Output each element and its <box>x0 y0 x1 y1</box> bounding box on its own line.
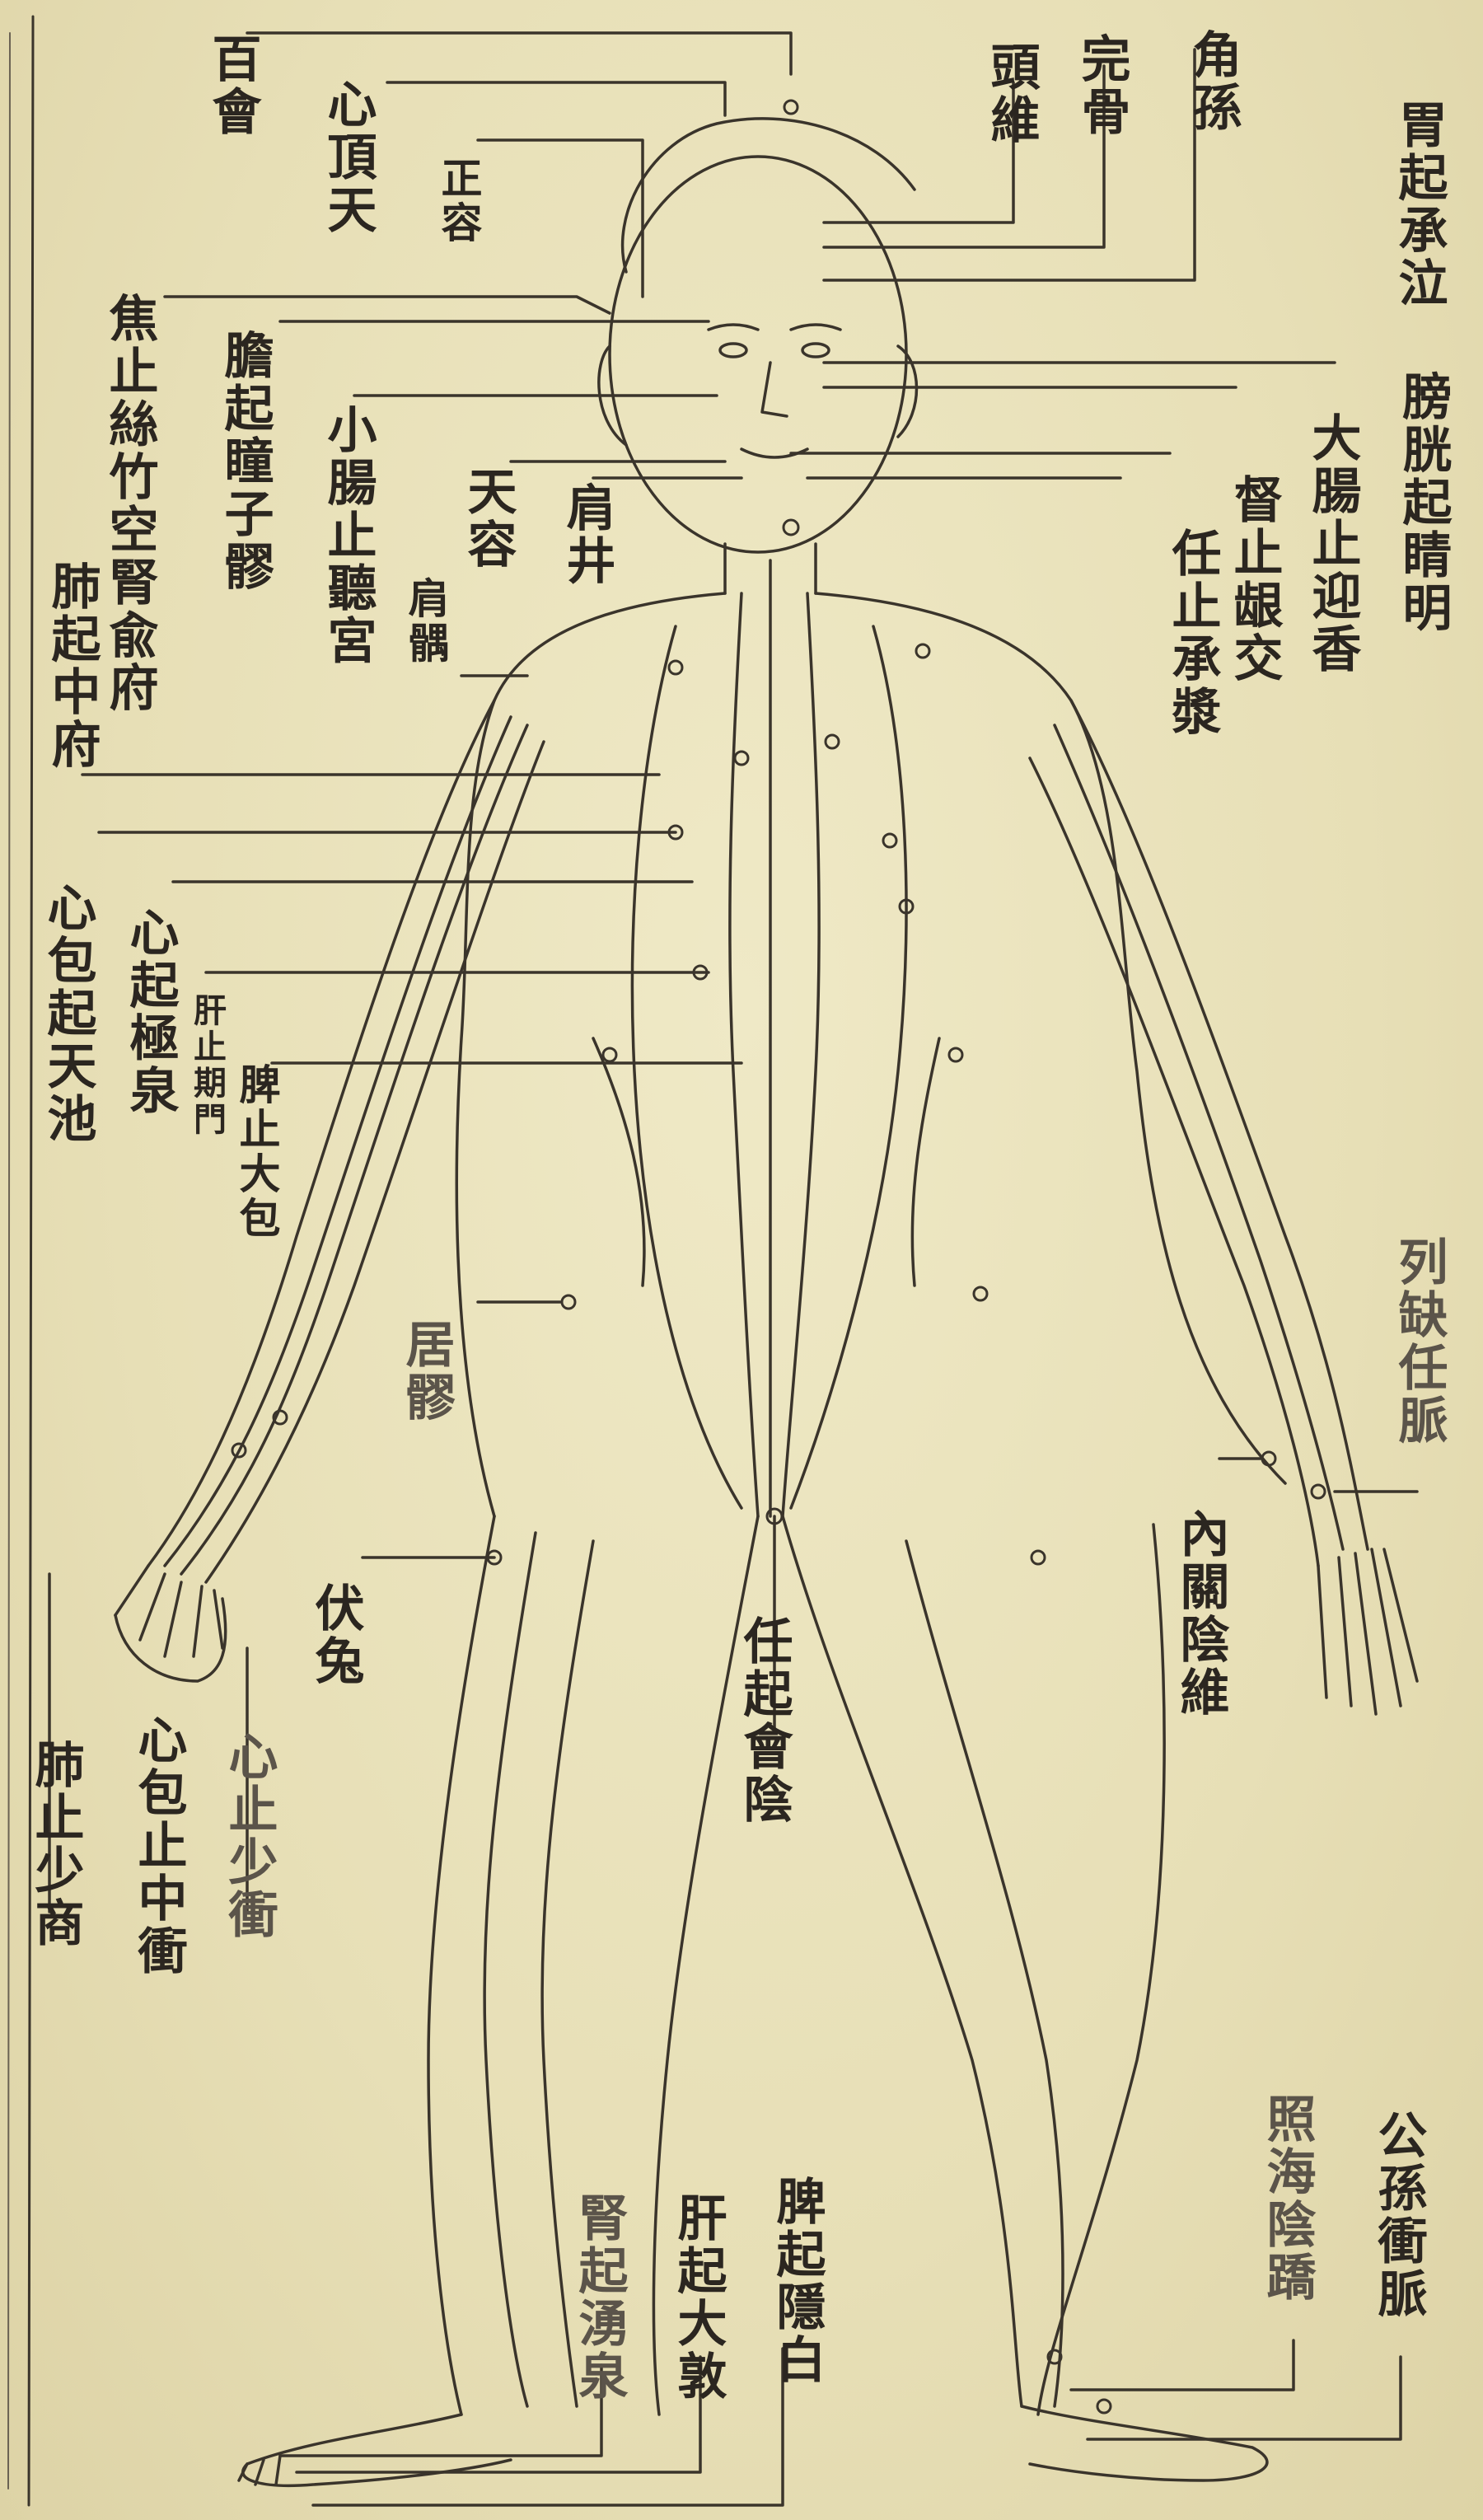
left-belly-curve <box>593 1038 644 1286</box>
leader-ting-gong <box>478 140 643 297</box>
label-du-zhi: 督止龈交 <box>1228 474 1279 685</box>
left-eyebrow <box>709 325 758 330</box>
label-jian-jing: 肩井 <box>560 482 612 588</box>
label-ren-qi: 任起會陰 <box>737 1615 789 1826</box>
label-xin-qi: 心起極泉 <box>124 906 175 1117</box>
label-ju-liao: 居髎 <box>400 1319 451 1424</box>
label-shen-qi: 腎起湧泉 <box>573 2192 625 2403</box>
label-wei-qi: 胃起承泣 <box>1392 99 1444 310</box>
acupoint-ju-liao <box>562 1295 575 1309</box>
label-jian-yu: 肩髃 <box>404 577 447 666</box>
label-bai-hui: 百會 <box>206 33 258 138</box>
label-xin-bao-qi: 心包起天池 <box>41 882 93 1145</box>
label-fei-qi: 肺起中府 <box>45 560 97 771</box>
acupoint-abdomen <box>949 1048 962 1061</box>
label-dan-qi: 膽起瞳子髎 <box>218 330 270 593</box>
label-fei-zhi: 肺止少商 <box>29 1739 81 1950</box>
leader-zhao-hai <box>1071 2340 1294 2390</box>
acupoint-da-bao <box>603 1048 616 1061</box>
label-xin-zhi: 心止少衝 <box>222 1731 274 1942</box>
label-gan-qi: 肝起大敦 <box>671 2192 723 2403</box>
acupoint-bai-hui <box>784 101 798 114</box>
right-leg-meridian-1 <box>906 1541 1063 2406</box>
acupoint-right-thigh <box>1032 1551 1045 1564</box>
label-da-chang: 大腸止迎香 <box>1306 412 1358 676</box>
leader-jiao <box>165 297 610 313</box>
right-foot <box>1022 2406 1267 2480</box>
right-arm-outer <box>1071 700 1368 1549</box>
arm-meridian-1 <box>165 717 511 1566</box>
acupoint-lie-que <box>1312 1485 1325 1498</box>
label-xin-bao-zhi: 心包止中衝 <box>132 1714 184 1978</box>
label-tou-wei: 頭維 <box>985 41 1036 147</box>
head-top <box>623 119 915 272</box>
right-belly-curve <box>912 1038 939 1286</box>
label-nei-guan: 內關陰維 <box>1174 1508 1226 1719</box>
arm-meridian-3 <box>1055 725 1343 1549</box>
label-zhao-hai: 照海陰蹻 <box>1261 2093 1312 2304</box>
right-leg-outer <box>1038 1525 1164 2415</box>
acupoint-chest-2 <box>826 735 839 748</box>
chest-line-right <box>791 626 906 1508</box>
label-ting-gong: 正容 <box>437 157 480 246</box>
label-fu-tu: 伏兔 <box>309 1582 361 1688</box>
label-xiao-chang: 小腸止聽宮 <box>321 404 373 667</box>
acupoint-chest-3 <box>883 834 896 847</box>
label-jiao-zhi: 焦止絲竹空腎兪府 <box>103 293 155 714</box>
label-pang-guang: 膀胱起睛明 <box>1396 371 1448 635</box>
label-tian-rong: 天容 <box>461 466 513 571</box>
label-xin-ding-tian: 心頂天 <box>321 78 373 237</box>
leader-bai-hui <box>247 33 791 74</box>
acupoint-tian-tu <box>784 520 798 535</box>
label-gan-zhi: 肝止期門 <box>189 993 224 1138</box>
acupoint-gong-sun <box>1097 2400 1111 2413</box>
left-foot <box>243 2415 511 2485</box>
head-outline <box>610 157 906 552</box>
right-arm-inner <box>1030 758 1318 1566</box>
abdomen-line-right <box>783 593 819 1516</box>
acupoint-chest-1 <box>735 752 748 765</box>
abdomen-line-left <box>730 593 758 1516</box>
label-gong-sun: 公孫衝脈 <box>1372 2110 1424 2321</box>
label-ren-zhi: 任止承漿 <box>1166 527 1218 738</box>
acupoint-right-shoulder <box>916 644 929 658</box>
left-border-line <box>29 16 33 2505</box>
left-leg-meridian-1 <box>484 1533 536 2406</box>
left-outer-border <box>8 33 10 2489</box>
leader-xin-ding-tian <box>387 82 725 115</box>
right-eyebrow <box>791 325 840 330</box>
right-eye <box>802 344 829 357</box>
acupoint-jian-jing <box>669 661 682 674</box>
label-pi-qi: 脾起隱白 <box>770 2176 822 2387</box>
label-wan-gu: 完骨 <box>1075 33 1127 138</box>
chest-line-left <box>632 626 742 1508</box>
acupoint-right-hip <box>974 1287 987 1300</box>
label-pi-zhi: 脾止大包 <box>235 1063 278 1241</box>
label-jiao-sun: 角孫 <box>1186 29 1238 134</box>
left-palm <box>115 1599 226 1681</box>
right-hand-fingers <box>1318 1549 1417 1714</box>
left-eye <box>720 344 746 357</box>
nose <box>762 363 787 416</box>
label-lie-que: 列缺任脈 <box>1392 1236 1444 1447</box>
